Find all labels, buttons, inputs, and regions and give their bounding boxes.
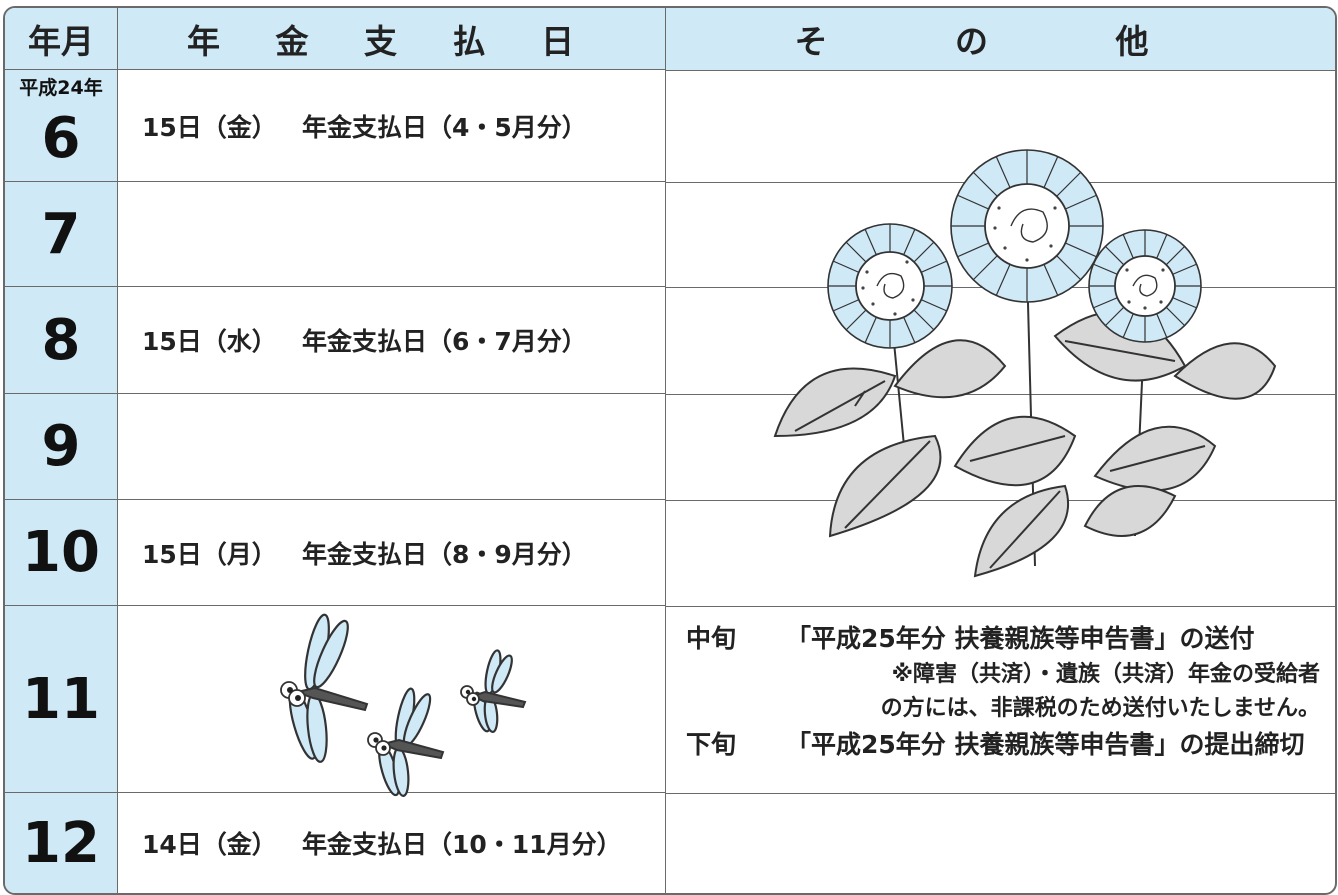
- other-row-divider: [666, 394, 1335, 395]
- payment-date: 15日（金）: [142, 112, 277, 142]
- header-other: そ の 他: [666, 8, 1335, 71]
- november-notes: 中旬 「平成25年分 扶養親族等申告書」の送付 ※障害（共済）・遺族（共済）年金…: [686, 620, 1326, 764]
- month-cell-10: 10: [5, 500, 117, 606]
- payment-row-7: [118, 182, 666, 287]
- payment-row-10: 15日（月） 年金支払日（8・9月分）: [118, 500, 666, 606]
- month-cell-9: 9: [5, 394, 117, 500]
- note-text-mid: 「平成25年分 扶養親族等申告書」の送付: [786, 624, 1255, 653]
- note-key-late: 下旬: [686, 730, 737, 759]
- month-number: 9: [41, 414, 81, 479]
- note-late-month: 下旬 「平成25年分 扶養親族等申告書」の提出締切: [686, 726, 1326, 764]
- month-cell-8: 8: [5, 287, 117, 394]
- month-number: 8: [41, 307, 81, 373]
- dragonfly-illustration: [280, 613, 527, 797]
- era-label: 平成24年: [19, 77, 103, 99]
- payment-label: 年金支払日（6・7月分）: [302, 327, 587, 356]
- payment-date: 15日（月）: [142, 539, 277, 569]
- payment-row-8: 15日（水） 年金支払日（6・7月分）: [118, 287, 666, 394]
- note-text-late: 「平成25年分 扶養親族等申告書」の提出締切: [786, 730, 1305, 759]
- pension-schedule-table: 年月 年 金 支 払 日 そ の 他 平成24年 6 7 8 9 10 11 1…: [3, 6, 1337, 895]
- payment-label: 年金支払日（8・9月分）: [302, 539, 587, 569]
- sunflower-illustration: [773, 149, 1277, 578]
- month-column: 平成24年 6 7 8 9 10 11 12: [5, 70, 118, 893]
- other-row-divider: [666, 500, 1335, 501]
- note-mid-month: 中旬 「平成25年分 扶養親族等申告書」の送付: [686, 620, 1326, 658]
- note-key-mid: 中旬: [686, 624, 737, 653]
- header-payment-date: 年 金 支 払 日: [118, 8, 666, 70]
- month-cell-7: 7: [5, 182, 117, 287]
- header-month: 年月: [5, 8, 118, 70]
- payment-date: 15日（水）: [142, 327, 277, 356]
- month-number: 11: [22, 666, 100, 732]
- other-row-divider: [666, 793, 1335, 794]
- note-remark-1: ※障害（共済）・遺族（共済）年金の受給者: [891, 662, 1320, 687]
- month-number: 12: [22, 810, 100, 876]
- payment-label: 年金支払日（4・5月分）: [302, 112, 587, 142]
- month-number: 7: [41, 201, 81, 267]
- payment-label: 年金支払日（10・11月分）: [302, 830, 622, 859]
- month-cell-12: 12: [5, 793, 117, 893]
- note-remark-2: の方には、非課税のため送付いたしません。: [880, 696, 1320, 721]
- payment-row-12: 14日（金） 年金支払日（10・11月分）: [118, 793, 666, 893]
- payment-date: 14日（金）: [142, 830, 277, 859]
- other-row-divider: [666, 606, 1335, 607]
- payment-row-9: [118, 394, 666, 500]
- payment-row-6: 15日（金） 年金支払日（4・5月分）: [118, 70, 666, 182]
- month-number: 10: [22, 520, 100, 585]
- month-number: 6: [41, 106, 81, 171]
- month-cell-6: 平成24年 6: [5, 70, 117, 182]
- month-cell-11: 11: [5, 606, 117, 793]
